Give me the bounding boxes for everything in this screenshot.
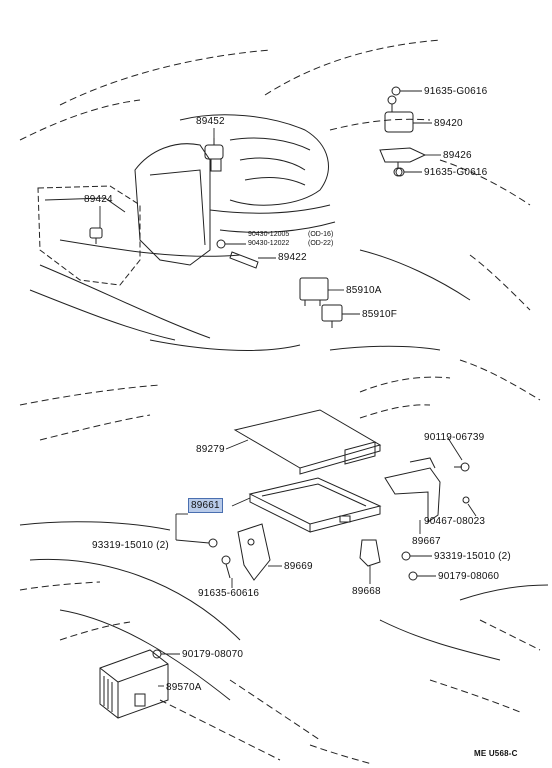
- part-89422-icon: [229, 251, 259, 269]
- label-85910A: 85910A: [346, 285, 382, 296]
- body-solid-lines: [19, 239, 549, 701]
- label-91635-mid: 91635-G0616: [424, 167, 488, 178]
- label-89669: 89669: [284, 561, 313, 572]
- part-85910A-icon: [299, 277, 329, 306]
- label-90430-12022: 90430-12022: [248, 240, 290, 247]
- engine-intake: [134, 114, 336, 266]
- label-93319-15010-right: 93319-15010 (2): [434, 551, 511, 562]
- part-89279-cover: [233, 409, 382, 475]
- body-outline: [19, 39, 541, 765]
- label-89279: 89279: [196, 444, 225, 455]
- label-90467-08023: 90467-08023: [424, 516, 486, 527]
- label-91635-60616: 91635-60616: [198, 588, 260, 599]
- label-93319-15010-left: 93319-15010 (2): [92, 540, 169, 551]
- label-89424: 89424: [84, 194, 113, 205]
- diagram-code: ME U568-C: [474, 749, 518, 758]
- label-85910F: 85910F: [362, 309, 398, 320]
- label-90119-06739: 90119-06739: [424, 432, 485, 443]
- label-90430-12005-note: (OD-16): [308, 231, 334, 238]
- label-89668: 89668: [352, 586, 381, 597]
- part-89420-icon: [384, 95, 414, 133]
- label-90430-12005: 90430-12005: [248, 231, 290, 238]
- part-89668-bracket: [359, 539, 381, 567]
- label-89452: 89452: [196, 116, 225, 127]
- label-91635-top: 91635-G0616: [424, 86, 488, 97]
- label-89426: 89426: [443, 150, 472, 161]
- leader-lines: [99, 90, 477, 687]
- part-90430-icon: [216, 239, 226, 249]
- label-89667: 89667: [412, 536, 441, 547]
- part-89570A-module: [99, 649, 169, 719]
- part-89667-bracket: [384, 457, 441, 523]
- engine-block-left: [37, 185, 141, 286]
- part-89661-ecu: [248, 477, 382, 533]
- part-89669-bracket: [237, 523, 271, 581]
- label-90179-08070: 90179-08070: [182, 649, 244, 660]
- label-90179-08060: 90179-08060: [438, 571, 500, 582]
- part-89452-icon: [204, 138, 224, 172]
- label-90430-12022-note: (OD-22): [308, 240, 334, 247]
- label-89661-highlighted[interactable]: 89661: [188, 498, 223, 513]
- part-89424-icon: [89, 227, 103, 244]
- label-89422: 89422: [278, 252, 307, 263]
- label-89570A: 89570A: [166, 682, 202, 693]
- label-89420: 89420: [434, 118, 463, 129]
- part-85910F-icon: [321, 304, 343, 328]
